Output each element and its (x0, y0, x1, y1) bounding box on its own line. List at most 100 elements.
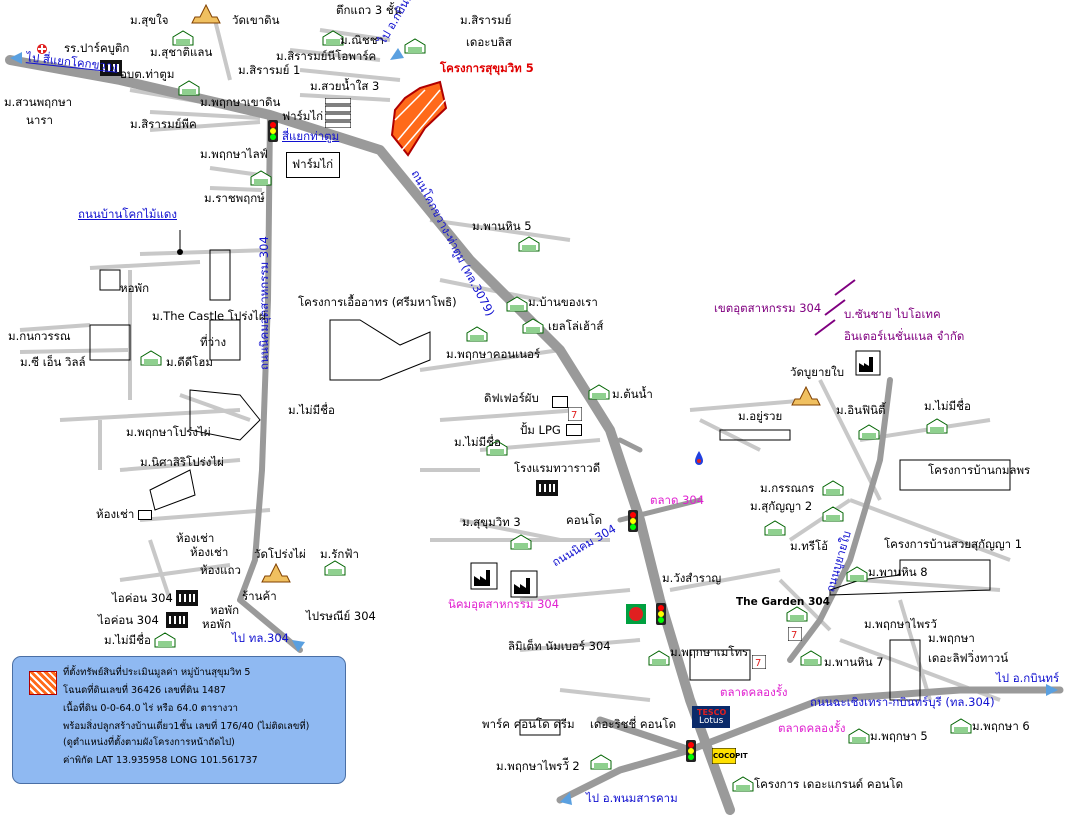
label-to-thl-304[interactable]: ไป ทล.304 (232, 631, 289, 645)
hospital-icon (36, 40, 48, 59)
label-yellow-house: เยลโล่เฮ้าส์ (548, 319, 604, 333)
label-m-phan-hin-8: ม.พานหิน 8 (868, 565, 928, 579)
hotel-icon (536, 480, 558, 500)
label-m-siramy-1: ม.สิรารมย์ 1 (238, 63, 301, 77)
label-ran-kha: ร้านค้า (242, 589, 277, 603)
building-icon (100, 60, 122, 80)
house-icon (510, 534, 532, 550)
label-m-nitcha: ม.ณิชชา (340, 33, 384, 47)
building-icon (176, 590, 198, 610)
temple-icon (190, 3, 222, 29)
label-m-suan-phruksa-1: ม.สวนพฤกษา (4, 95, 73, 109)
label-m-infinity: ม.อินฟินิตี้ (836, 403, 886, 417)
store-711-icon: 7 (751, 654, 767, 673)
label-wat-khao-din: วัดเขาดิน (232, 13, 280, 27)
svg-text:7: 7 (571, 410, 577, 421)
label-m-mai-mi-chue-2: ม.ไม่มีชื่อ (454, 435, 501, 449)
house-icon (322, 30, 344, 46)
label-road-chachoengsao: ถนนฉะเชิงเทรา-กบินทร์บุรี (ทล.304) (810, 695, 995, 709)
house-icon (822, 480, 844, 496)
label-to-kabin-right[interactable]: ไป อ.กบินทร์ (996, 671, 1060, 685)
label-m-sukhumvit-3: ม.สุขุมวิท 3 (462, 515, 521, 529)
label-m-phruksa-little-1: ม.พฤกษา (928, 631, 975, 645)
label-project-sukhumvit5[interactable]: โครงการสุขุมวิท 5 (440, 61, 534, 75)
house-icon (522, 318, 544, 334)
label-m-phruksa-phrai-1: ม.พฤกษาไพรวั (864, 617, 937, 631)
house-icon (800, 650, 822, 666)
label-thi-wang: ที่ว่าง (200, 335, 227, 349)
traffic-light-icon (686, 740, 696, 766)
label-project-the-grand: โครงการ เดอะแกรนด์ คอนโด (754, 777, 904, 791)
label-m-siramy-bliss-2: เดอะบลิส (466, 35, 512, 49)
label-hong-thaeo: ห้องแถว (200, 563, 241, 577)
house-icon (764, 520, 786, 536)
label-m-phan-hin-5: ม.พานหิน 5 (472, 219, 532, 233)
label-m-phruksa-6: ม.พฤกษา 6 (972, 719, 1030, 733)
label-hor-phak-2: หอพัก (210, 603, 240, 617)
house-icon (588, 384, 610, 400)
label-project-ue-athon: โครงการเอื้ออาทร (ศรีมหาโพธิ) (298, 295, 457, 309)
label-m-suan-phruksa-2: นารา (26, 113, 53, 127)
house-icon (846, 566, 868, 582)
label-m-ratchaphruek: ม.ราชพฤกษ์ (204, 191, 265, 205)
legend-line-4: พร้อมสิ่งปลูกสร้างบ้านเดี่ยว1ชั้น เลขที่… (63, 721, 310, 732)
label-m-u-ruai: ม.อยู่รวย (738, 409, 783, 423)
house-icon (404, 38, 426, 54)
house-icon (178, 80, 200, 96)
store-711-icon: 7 (787, 626, 803, 645)
label-si-yaek-tha-tum: สี่แยกท่าตูม (282, 129, 340, 143)
label-pump-lpg: ปั้ม LPG (520, 423, 561, 437)
house-icon (648, 650, 670, 666)
label-project-suai-sukanya: โครงการบ้านสวยสุกัญญา 1 (884, 537, 1023, 551)
label-hor-phak-1: หอพัก (120, 281, 150, 295)
project-highlight (390, 80, 448, 157)
label-to-phanom[interactable]: ไป อ.พนมสารคาม (586, 791, 678, 805)
label-m-wang-samran: ม.วังสำราญ (662, 571, 722, 585)
legend-line-3: เนื้อที่ดิน 0-0-64.0 ไร่ หรือ 64.0 ตาราง… (63, 703, 238, 714)
label-m-konwaran: ม.กนกวรรณ (8, 329, 71, 343)
traffic-light-icon (268, 120, 278, 146)
label-m-rak-fah: ม.รักฟ้า (320, 547, 359, 561)
house-icon (822, 506, 844, 522)
label-limited-304: ลิมิเต็ท นัมเบอร์ 304 (508, 639, 611, 653)
label-m-tree-o: ม.ทรีโอ้ (790, 539, 829, 553)
label-wat-bu-yai: วัดบูยายใบ (790, 365, 845, 379)
label-m-sukjai: ม.สุขใจ (130, 13, 169, 27)
house-icon (250, 170, 272, 186)
house-icon (140, 350, 162, 366)
label-m-phruksa-khao-din: ม.พฤกษาเขาดิน (200, 95, 281, 109)
label-talat-khlong-rang-2: ตลาดคลองรั้ง (778, 721, 846, 735)
label-hor-phak-3: หอพัก (202, 617, 232, 631)
legend-line-2: โฉนดที่ดินเลขที่ 36426 เลขที่ดิน 1487 (63, 685, 226, 696)
label-m-sucharit-land: ม.สุชาติแลน (150, 45, 213, 59)
store-711-icon: 7 (567, 406, 583, 425)
lpg-box (566, 424, 582, 436)
label-m-mai-mi-chue-4: ม.ไม่มีชื่อ (104, 633, 151, 647)
label-m-phruksa-prong-phai: ม.พฤกษาโปร่งไผ่ (126, 425, 211, 439)
label-m-cn-villa: ม.ซี เอ็น วิลล์ (20, 355, 86, 369)
house-icon (590, 754, 612, 770)
label-hong-chao-1: ห้องเช่า (96, 507, 135, 521)
traffic-light-icon (656, 603, 666, 629)
house-icon (154, 632, 176, 648)
label-nikhom-304: นิคมอุตสาหกรรม 304 (448, 597, 560, 611)
factory-icon (855, 350, 881, 380)
label-hong-chao-2: ห้องเช่า (176, 531, 215, 545)
label-m-suai-nam-sai-3: ม.สวยน้ำใส 3 (310, 79, 380, 93)
label-hong-chao-3: ห้องเช่า (190, 545, 229, 559)
minor-roads (19, 19, 1011, 702)
legend-line-6: ค่าพิกัด LAT 13.935958 LONG 101.561737 (63, 755, 258, 766)
label-m-mai-mi-chue-3: ม.ไม่มีชื่อ (924, 399, 971, 413)
label-m-siramy-neo: ม.สิรารมย์นีโอพาร์ค (276, 49, 377, 63)
svg-text:7: 7 (755, 658, 761, 669)
label-m-phruksa-5: ม.พฤกษา 5 (870, 729, 928, 743)
label-park-condo: พาร์ค คอนโด ดรีม (482, 717, 575, 731)
label-cocopit: COCOPIT (713, 752, 748, 760)
label-hotel-thawarawadi: โรงแรมทวาราวดี (514, 461, 601, 475)
house-icon (172, 30, 194, 46)
label-m-phruksa-mei-chai: ม.พฤกษาเมโทร (670, 645, 749, 659)
factory-icon (470, 562, 498, 594)
label-m-the-castle: ม.The Castle โปร่งไผ่ (152, 309, 266, 323)
